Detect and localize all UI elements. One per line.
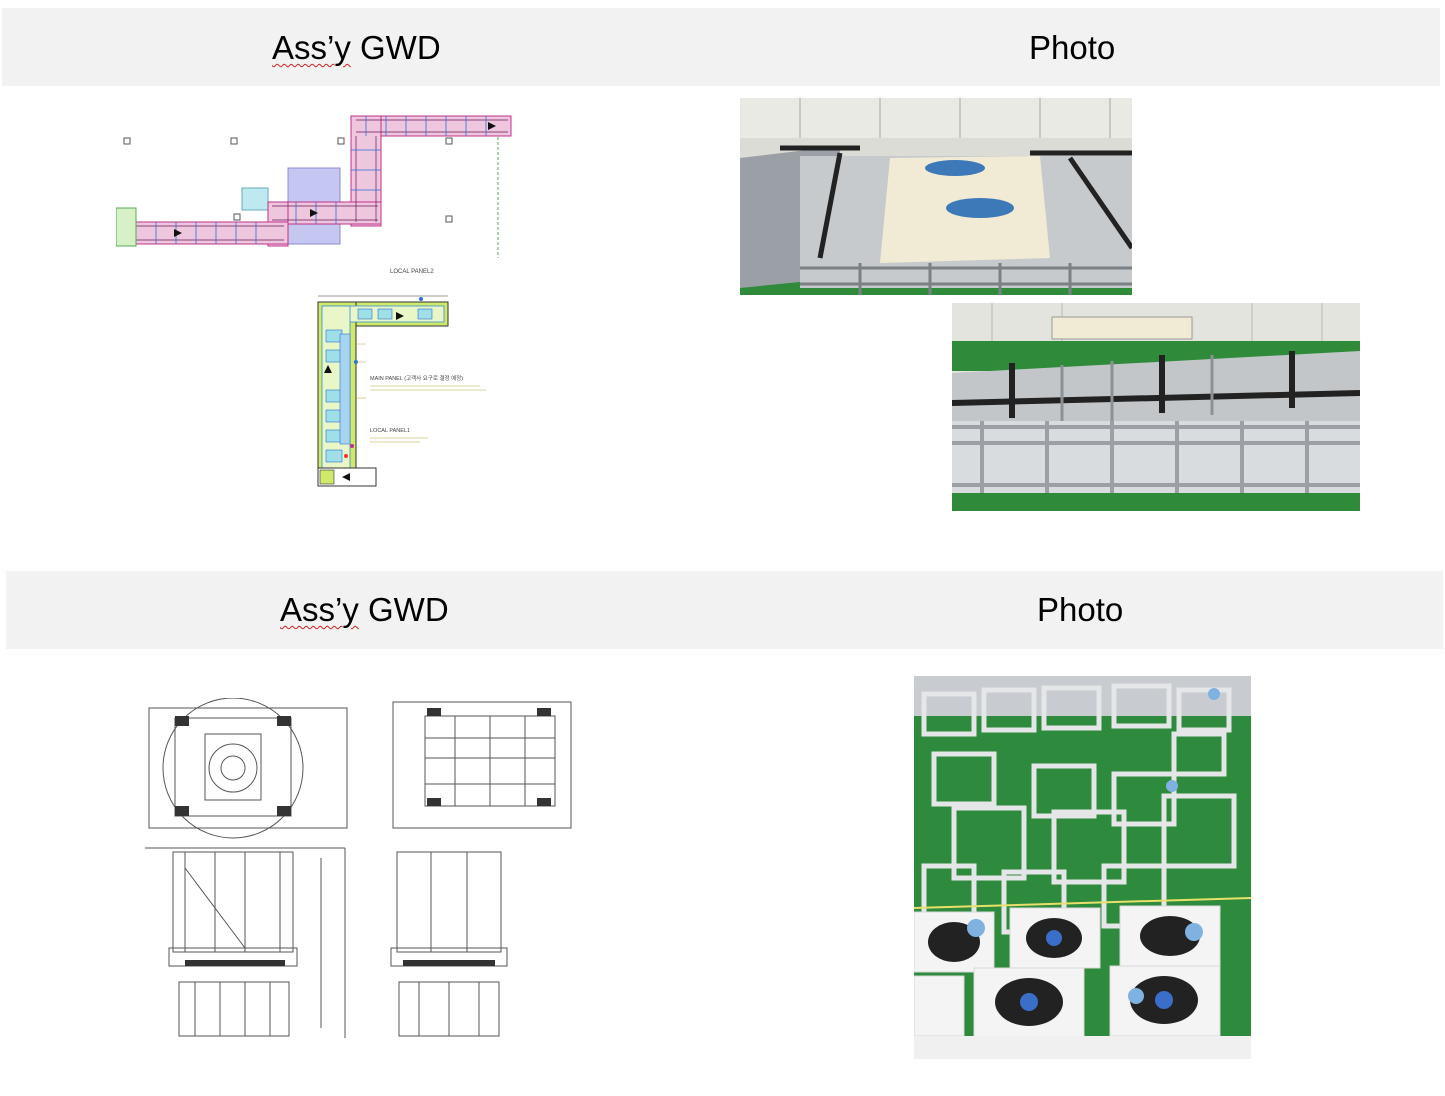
cad-l-conveyor-drawing: LOCAL PANEL2 MAIN PANEL (고객사 요구로 결정 예정) … [300,262,500,492]
section1-right-header: Photo [1029,29,1116,66]
label-local-panel-2: LOCAL PANEL2 [390,269,434,275]
section1-left-header: Ass’y GWD [272,28,441,68]
section1-header-bar [2,8,1440,86]
photo-conveyor-frame-top [740,98,1132,295]
gwd-word: GWD [358,591,449,628]
cad-frame-assembly-drawing [145,698,576,1038]
label-main-panel: MAIN PANEL (고객사 요구로 결정 예정) [370,374,463,382]
cad-conveyor-layout-drawing [116,110,512,260]
section2-right-header: Photo [1037,591,1124,628]
photo-factory-floor [914,676,1251,1059]
gwd-word: GWD [350,29,441,66]
assy-word: Ass’y [272,29,351,66]
section2-left-header: Ass’y GWD [280,590,449,630]
section2-header-bar [6,571,1443,649]
assy-word: Ass’y [280,591,359,628]
label-local-panel-1: LOCAL PANEL1 [370,428,410,434]
photo-conveyor-frame-side [952,303,1360,511]
